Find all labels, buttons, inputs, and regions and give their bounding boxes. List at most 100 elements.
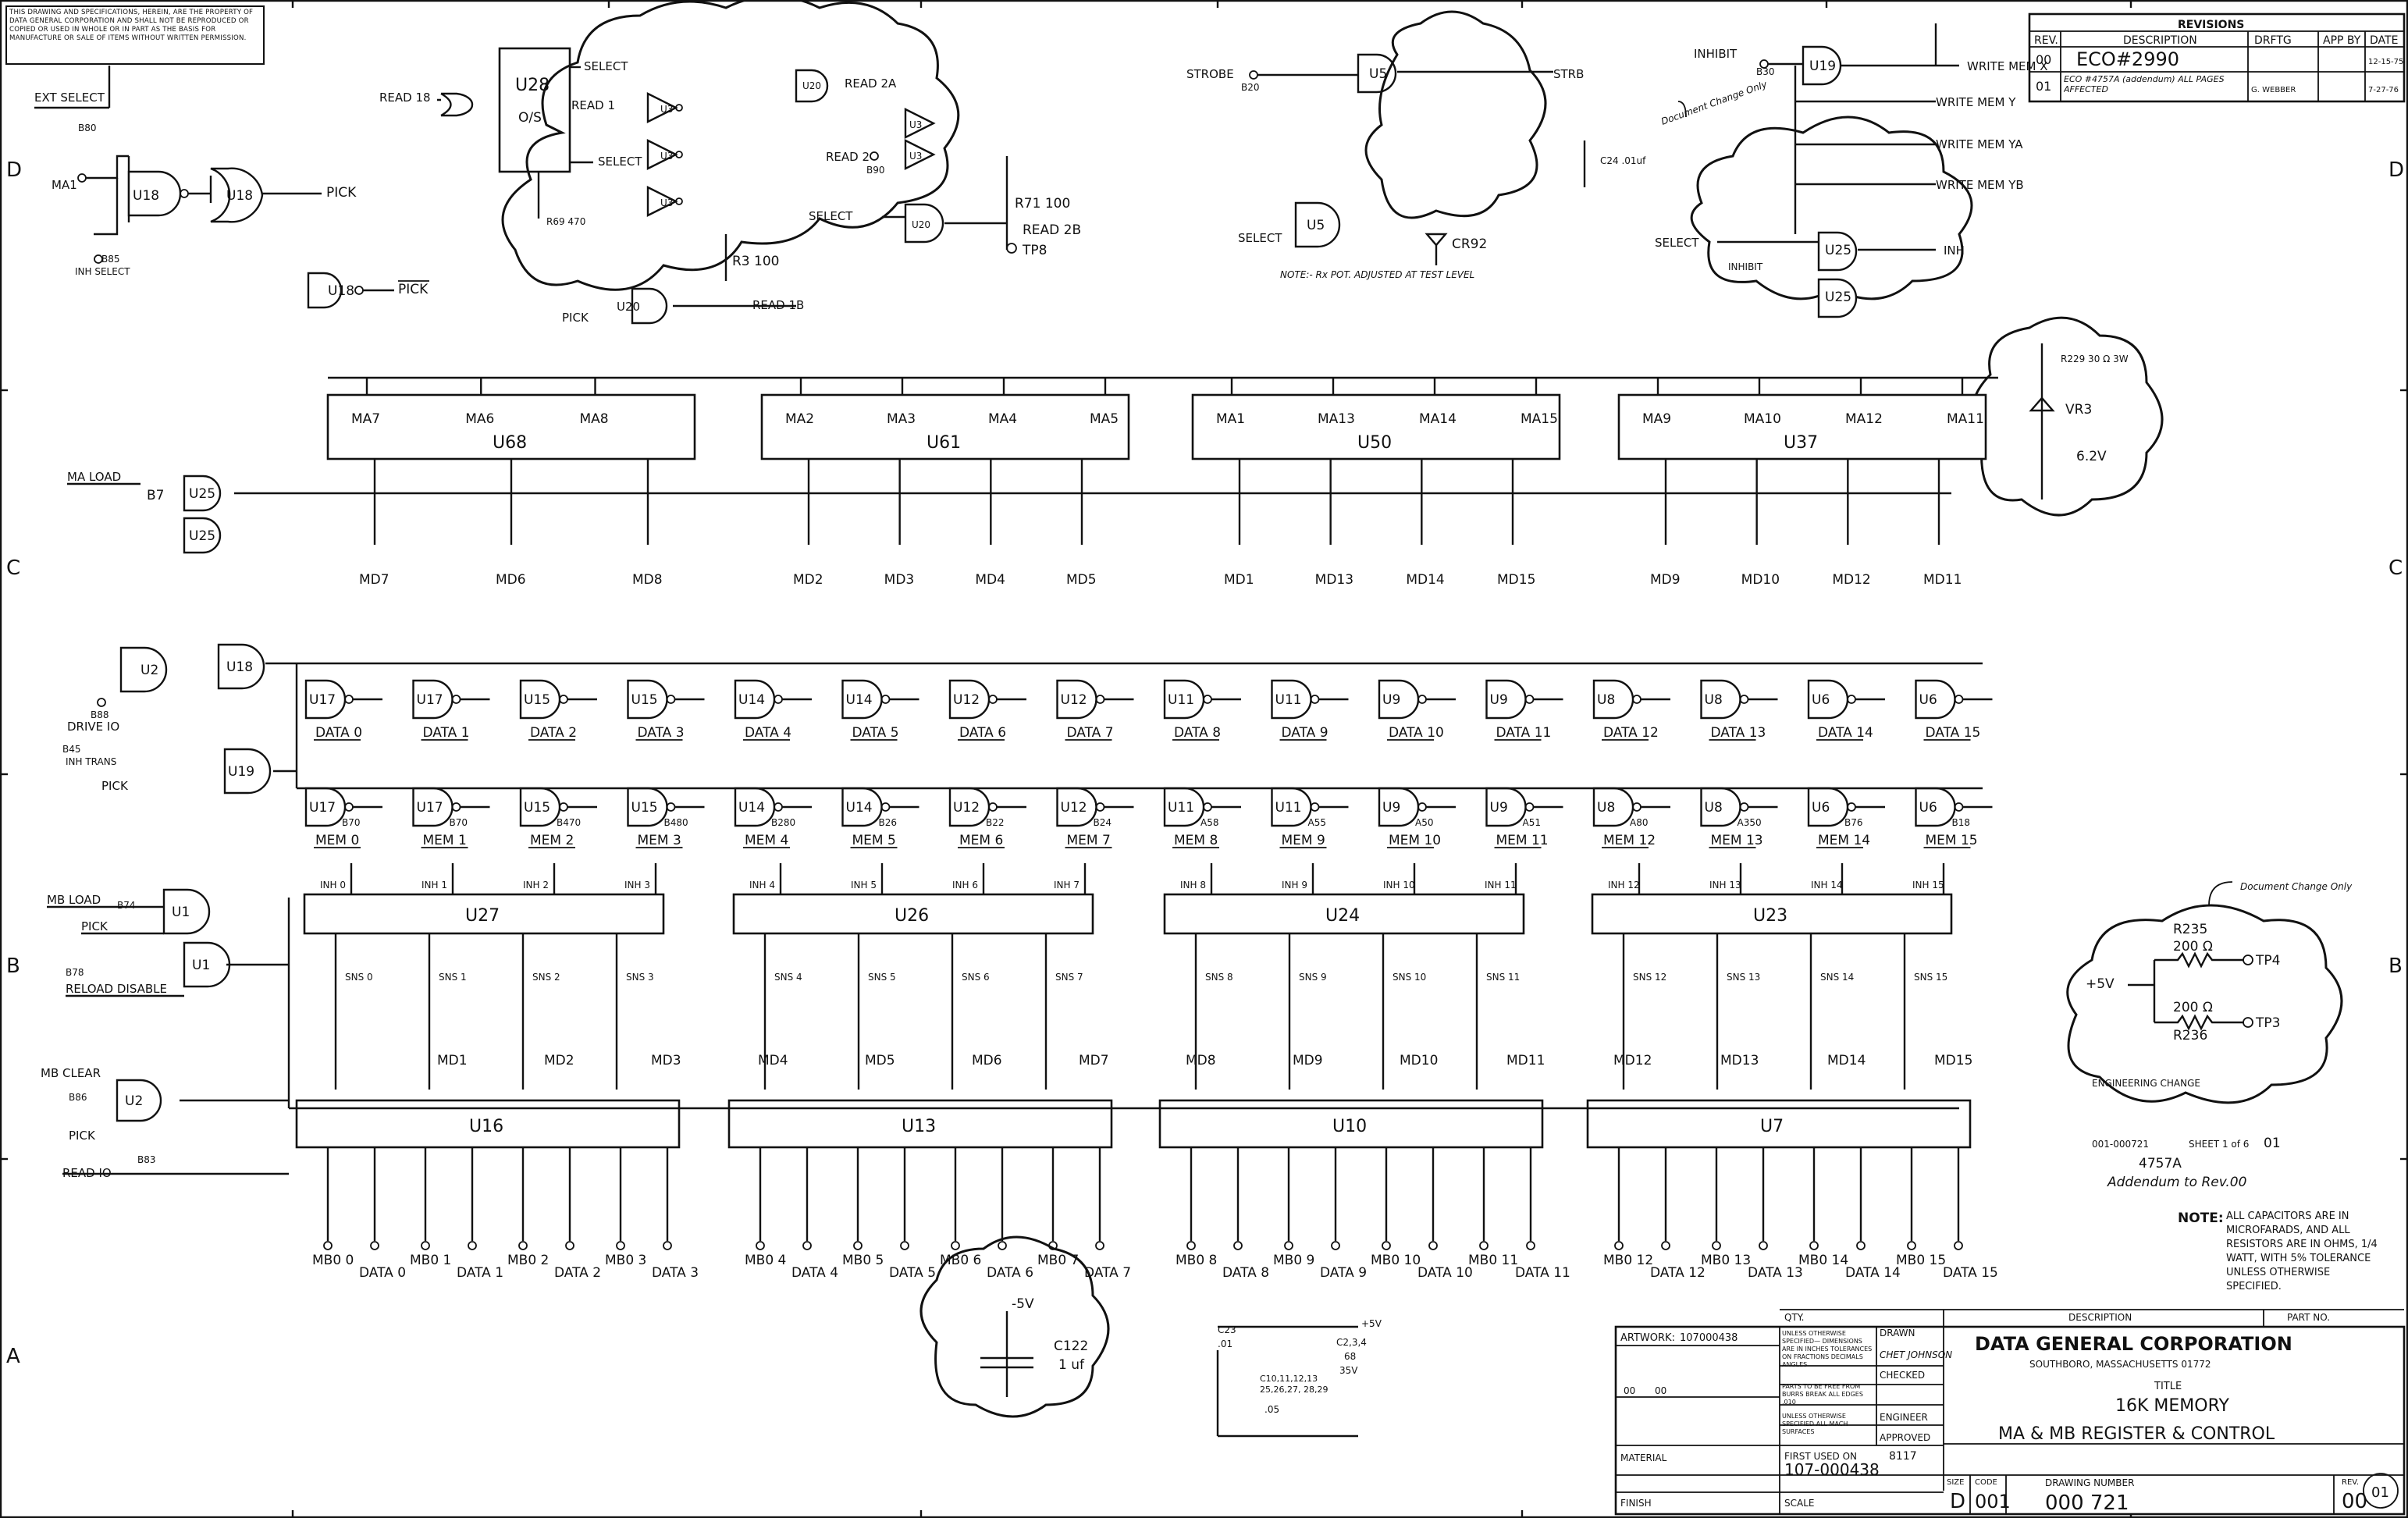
gate-label: U8 — [1597, 692, 1615, 708]
inverter-bubble — [344, 802, 354, 812]
first-used-pn: 107-000438 — [1784, 1460, 1880, 1479]
gate-label: U14 — [846, 800, 873, 816]
read18-label: READ 18 — [379, 91, 431, 105]
tp8-label: TP8 — [1022, 243, 1047, 258]
qty-label: QTY. — [1784, 1312, 1805, 1323]
pin-label: B70 — [450, 817, 468, 828]
first-used-label: FIRST USED ON — [1784, 1451, 1857, 1462]
chip-label: U27 — [465, 906, 500, 926]
inverter-bubble — [1310, 802, 1320, 812]
drawn-label: DRAWN — [1880, 1328, 1915, 1338]
mb-data-label: DATA 7 — [1084, 1265, 1131, 1281]
data-line-label: DATA 3 — [638, 725, 685, 741]
mb-output-label: MB0 9 — [1273, 1253, 1314, 1268]
mem-line-label: MEM 15 — [1926, 833, 1978, 848]
mb-data-label: DATA 10 — [1417, 1265, 1473, 1281]
chip-u28-sub: O/S — [518, 110, 542, 126]
one-shot-u28: READ 18 U28 O/S SELECT READ 1 SELECT R69… — [379, 47, 642, 227]
rev-new: 01 — [2371, 1484, 2389, 1501]
md-mid-label: MD6 — [972, 1053, 1002, 1068]
ma1-label: MA1 — [52, 178, 77, 192]
mb-clear-label: MB CLEAR — [41, 1066, 101, 1080]
gate-label: U17 — [309, 692, 336, 708]
drawing-number: 000 721 — [2045, 1491, 2129, 1515]
md-mid-label: MD1 — [437, 1053, 468, 1068]
tolerance-wrap: UNLESS OTHERWISE SPECIFIED— DIMENSIONS A… — [1782, 1330, 1872, 1435]
drive-io-label: DRIVE IO — [67, 720, 119, 734]
mb-output-label: MB0 3 — [605, 1253, 646, 1268]
strobe-label: STROBE — [1186, 67, 1234, 81]
mem-line-label: MEM 14 — [1818, 833, 1870, 848]
gate-u5a-label: U5 — [1369, 66, 1387, 82]
mb-data-label: DATA 5 — [889, 1265, 936, 1281]
u20-gate-label: U20 — [617, 300, 640, 314]
gate-u5b-label: U5 — [1307, 218, 1325, 233]
gate-label: U6 — [1812, 692, 1830, 708]
gate-u2-drive — [119, 646, 168, 693]
gate-u20-select-label: U20 — [912, 219, 930, 230]
revisions-block: REVISIONS REV. DESCRIPTION DRFTG APP BY … — [2028, 12, 2406, 103]
bottom-caps: -5V C122 1 uf C23 .01 +5V C2,3,4 68 35V … — [919, 1235, 1382, 1438]
gate-label: U15 — [524, 800, 550, 816]
u28-select2-label: SELECT — [598, 155, 642, 169]
inverter-bubble — [1524, 802, 1535, 812]
mem-line-label: MEM 13 — [1711, 833, 1763, 848]
r229-label: R229 30 Ω 3W — [2061, 354, 2129, 364]
mb-output-label: MB0 13 — [1701, 1253, 1751, 1268]
note-text: ALL CAPACITORS ARE IN MICROFARADS, AND A… — [2226, 1210, 2378, 1292]
mb-output-label: MB0 0 — [312, 1253, 354, 1268]
ma-load: MA LOAD B7 U25 U25 — [67, 470, 1951, 554]
ext-select-label: EXT SELECT — [34, 91, 105, 105]
zone-letter-right-b: B — [2388, 955, 2403, 978]
approved-label: APPROVED — [1880, 1432, 1930, 1443]
md-mid-label: MD7 — [1079, 1053, 1109, 1068]
rev-row0-rev: 00 — [2036, 52, 2051, 67]
inverter-bubble — [451, 802, 461, 812]
sns-label: SNS 4 — [774, 972, 802, 983]
chip-u26 — [732, 893, 1094, 935]
gate-label: U12 — [953, 692, 980, 708]
addendum-rev: 01 — [2264, 1136, 2281, 1151]
b74-label: B74 — [117, 900, 136, 911]
rev-header-app: APP BY — [2323, 34, 2361, 47]
ma-input-label: MA15 — [1521, 411, 1558, 427]
gate-u19-drive-label: U19 — [228, 764, 254, 780]
first-used-val: 8117 — [1889, 1450, 1917, 1463]
rev-row0-desc: ECO#2990 — [2076, 48, 2179, 70]
gate-u1b-label: U1 — [192, 958, 210, 973]
md-output-label: MD12 — [1832, 572, 1870, 588]
title-label: TITLE — [2154, 1381, 2182, 1392]
read-circuit-u3d: U3 — [909, 119, 922, 130]
c-list: C10,11,12,13 25,26,27, 28,29 — [1260, 1374, 1328, 1395]
gate-label: U12 — [953, 800, 980, 816]
gate-u25-or — [440, 92, 474, 117]
gate-u25-ma1 — [183, 475, 222, 512]
inh-label: INH 3 — [624, 880, 650, 891]
inverter-bubble — [988, 802, 998, 812]
mem-line-label: MEM 10 — [1389, 833, 1441, 848]
gate-u1a-label: U1 — [172, 905, 190, 920]
pin-label: B70 — [342, 817, 361, 828]
title-rev-col2: 00 — [1655, 1385, 1666, 1396]
md-output-label: MD3 — [884, 572, 915, 588]
strobe-note-wrap: NOTE:- Rx POT. ADJUSTED AT TEST LEVEL — [1280, 269, 1475, 280]
mb-data-label: DATA 8 — [1222, 1265, 1269, 1281]
inh-label: INH 7 — [1054, 880, 1080, 891]
chip-label: U24 — [1325, 906, 1360, 926]
inh-label: INH 11 — [1485, 880, 1517, 891]
rev-row1-desc: ECO #4757A (addendum) ALL PAGES AFFECTED — [2064, 74, 2225, 94]
zone-letter-right-c: C — [2388, 556, 2403, 580]
inverter-bubble — [1095, 695, 1105, 704]
pin-label: B480 — [664, 817, 688, 828]
read-circuit-u3a: U3 — [660, 104, 673, 115]
ma-input-label: MA7 — [351, 411, 380, 427]
chip-label: U7 — [1760, 1117, 1784, 1136]
data-line-label: DATA 11 — [1496, 725, 1552, 741]
gate-u25a — [1817, 231, 1858, 272]
inverter-bubble — [451, 695, 461, 704]
strobe-note: NOTE:- Rx POT. ADJUSTED AT TEST LEVEL — [1280, 269, 1475, 280]
ma-input-label: MA6 — [465, 411, 494, 427]
gate-label: U9 — [1490, 692, 1508, 708]
mb-output-label: MB0 14 — [1798, 1253, 1848, 1268]
gate-label: U11 — [1275, 800, 1302, 816]
